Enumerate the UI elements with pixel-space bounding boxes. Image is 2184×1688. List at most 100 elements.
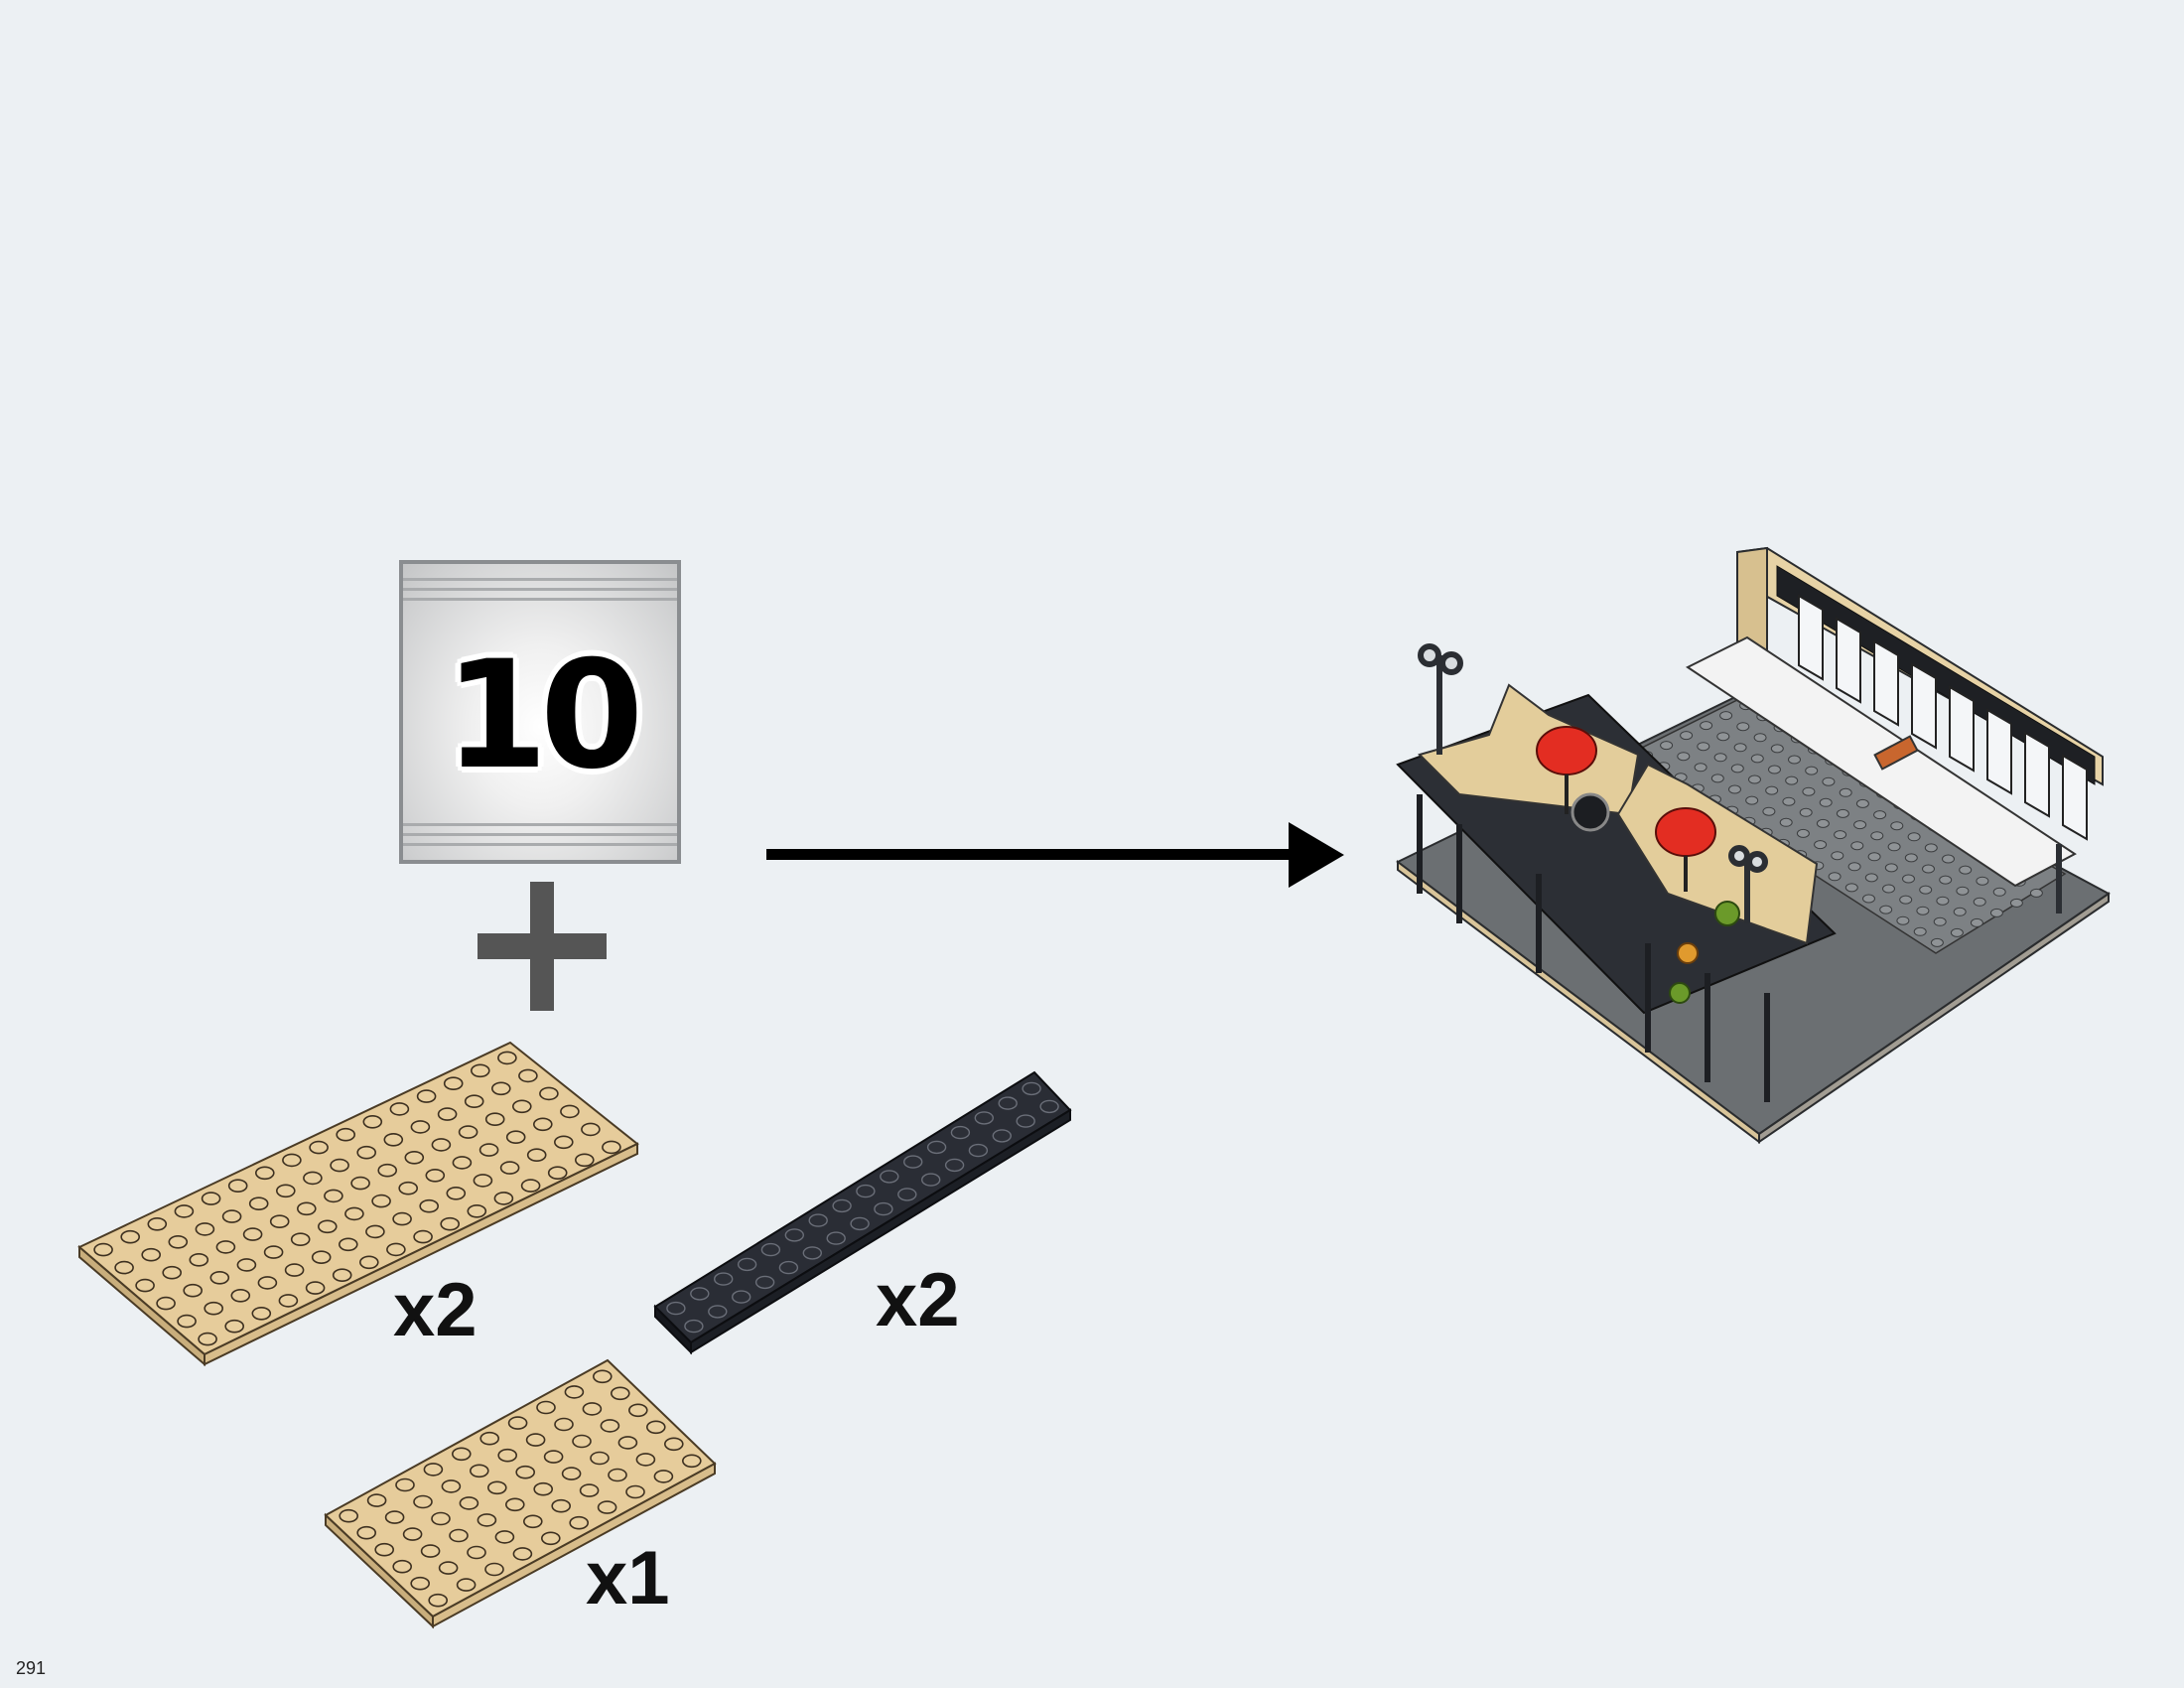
track-stud <box>1831 851 1844 861</box>
track-stud <box>1890 821 1904 831</box>
plate-stud <box>490 1081 511 1096</box>
plate-stud <box>452 1156 473 1170</box>
track-stud <box>1956 886 1970 896</box>
track-stud <box>1836 808 1849 818</box>
plate-stud <box>968 1143 989 1158</box>
track-stud <box>1870 831 1884 841</box>
plate-stud <box>897 1188 917 1201</box>
plate-stud <box>93 1242 113 1257</box>
track-stud <box>1916 906 1930 915</box>
plate-stud <box>532 1117 553 1132</box>
track-stud <box>2012 877 2026 887</box>
bag-seal-stripe <box>403 823 677 826</box>
plate-stud <box>413 1229 433 1244</box>
plate-stud <box>467 1204 487 1218</box>
plate-stud <box>597 1500 617 1514</box>
plate-stud <box>525 1433 546 1447</box>
track-stud <box>1697 742 1710 752</box>
track-stud <box>1790 734 1804 744</box>
plate-stud <box>332 1268 352 1282</box>
plate-stud <box>384 1510 405 1524</box>
plate-stud <box>443 1076 464 1090</box>
plate-stud <box>198 1332 217 1346</box>
plate-stud <box>275 1184 296 1198</box>
plate-stud <box>386 1242 406 1257</box>
track-stud <box>1694 763 1707 773</box>
plate-stud <box>602 1140 621 1155</box>
track-stud <box>1855 798 1869 808</box>
plate-stud <box>590 1451 610 1466</box>
plate-stud <box>784 1228 804 1242</box>
track-stud <box>1691 783 1705 793</box>
page-number: 291 <box>16 1658 47 1678</box>
plate-stud <box>456 1578 477 1592</box>
plate-stud <box>336 1127 356 1142</box>
plate-stud <box>856 1184 876 1198</box>
track-stud <box>1674 773 1688 782</box>
plate-stud <box>425 1169 446 1183</box>
track-stud <box>1853 820 1867 830</box>
plate-stud <box>533 1481 554 1496</box>
plate-stud <box>392 1211 412 1226</box>
track-stud <box>1989 908 2003 917</box>
track-stud <box>1896 915 1910 925</box>
plate-stud <box>497 1051 517 1065</box>
plate-stud <box>120 1229 140 1244</box>
plate-stud <box>479 1431 500 1446</box>
plate-stud <box>998 1096 1018 1110</box>
plate-stud <box>459 1496 479 1510</box>
track-stud <box>1796 828 1810 838</box>
plate-stud <box>499 1161 520 1175</box>
plate-stud <box>732 1290 751 1304</box>
plate-stud <box>512 1547 533 1561</box>
plate-stud <box>257 1276 278 1290</box>
plate-stud <box>808 1213 828 1227</box>
track-stud <box>1844 883 1858 893</box>
track-stud <box>1858 777 1872 787</box>
plate-stud <box>754 1275 775 1290</box>
plate-stud <box>561 1467 582 1480</box>
track-stud <box>1811 861 1825 871</box>
plate-stud <box>141 1247 161 1262</box>
plate-stud <box>950 1125 971 1140</box>
plate-stud <box>227 1179 248 1193</box>
plate-stud <box>168 1235 189 1249</box>
plate-stud <box>441 1479 462 1493</box>
plate-stud <box>254 1166 275 1181</box>
track-stud <box>1799 807 1813 817</box>
bag-seal-stripe <box>403 578 677 581</box>
plate-stud <box>446 1187 467 1200</box>
track-stud <box>1842 767 1855 776</box>
track-stud <box>1788 755 1801 765</box>
track-stud <box>1736 722 1750 732</box>
plate-stud <box>410 1120 431 1134</box>
bag-seal-stripe <box>403 588 677 591</box>
plate-stud <box>404 1151 425 1165</box>
track-stud <box>1819 797 1833 807</box>
plate-stud <box>974 1111 994 1125</box>
plate-stud <box>224 1319 244 1334</box>
track-stud <box>1776 838 1790 848</box>
plate-stud <box>539 1086 559 1101</box>
plate-stud <box>114 1260 134 1275</box>
plate-stud <box>358 1255 379 1270</box>
window-pane <box>1798 594 1824 681</box>
track-stud <box>1899 895 1913 905</box>
track-stud <box>1839 787 1852 797</box>
plate-stud <box>366 1493 387 1507</box>
track-stud <box>1657 762 1671 772</box>
plate-stud <box>608 1468 627 1482</box>
plate-stud <box>183 1283 203 1298</box>
plate-stud <box>610 1386 630 1401</box>
plate-stud <box>554 1417 574 1432</box>
plate-stud <box>511 1099 532 1114</box>
track-stud <box>1927 822 1941 832</box>
plate-stud <box>579 1483 600 1497</box>
plate-stud <box>1016 1114 1035 1128</box>
plate-stud <box>1039 1099 1059 1114</box>
plate-stud <box>477 1513 497 1527</box>
plate-stud <box>600 1419 620 1433</box>
plate-stud <box>362 1115 383 1129</box>
